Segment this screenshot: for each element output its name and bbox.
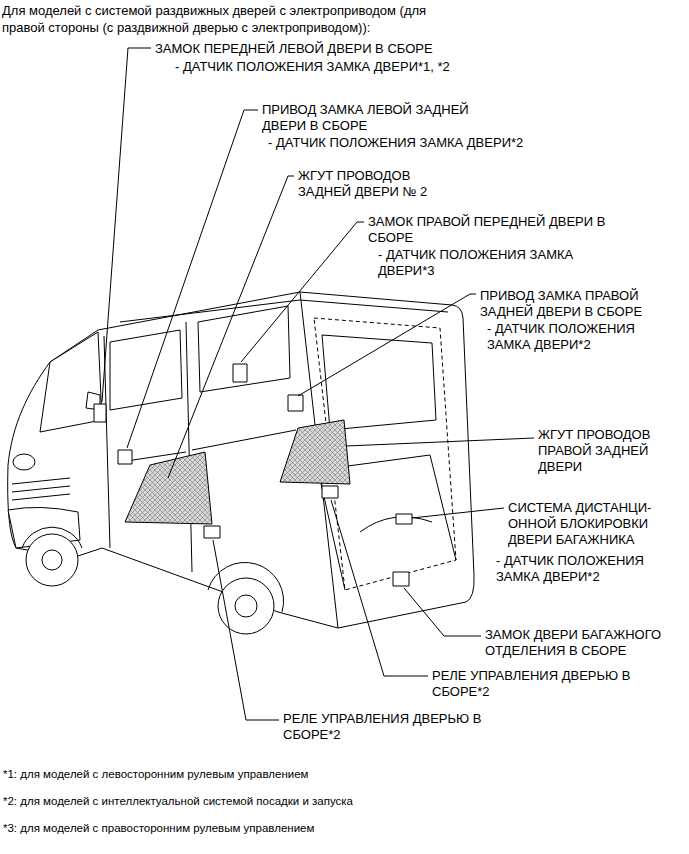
- door-lock-actuator: [288, 395, 303, 411]
- door-lock-actuator: [118, 450, 132, 464]
- leader-line: [241, 222, 364, 362]
- leader-line: [331, 500, 428, 676]
- leader-line: [168, 176, 294, 478]
- door-lock: [94, 404, 106, 422]
- diagram-title: Для моделей с системой раздвижных дверей…: [2, 2, 472, 36]
- part-name: РЕЛЕ УПРАВЛЕНИЯ ДВЕРЬЮ В СБОРЕ*2: [283, 711, 515, 743]
- door-relay: [322, 486, 338, 498]
- door-rail: [120, 430, 296, 462]
- leader-line: [412, 508, 504, 518]
- rear-wheel-hub: [235, 595, 257, 617]
- harness: [125, 452, 212, 524]
- roof-line: [120, 300, 448, 322]
- part-name: ПРИВОД ЗАМКА ЛЕВОЙ ЗАДНЕЙ ДВЕРИ В СБОРЕ: [262, 102, 512, 134]
- part-name: РЕЛЕ УПРАВЛЕНИЯ ДВЕРЬЮ В СБОРЕ*2: [432, 668, 664, 700]
- footnote: *2: для моделей с интеллектуальной систе…: [3, 793, 353, 809]
- harness: [280, 420, 350, 484]
- sub-item: - ДАТЧИК ПОЛОЖЕНИЯ ЗАМКА ДВЕРИ*2: [496, 553, 668, 585]
- sub-item: - ДАТЧИК ПОЛОЖЕНИЯ ЗАМКА ДВЕРИ*2: [487, 321, 659, 353]
- van-body: [8, 292, 474, 628]
- windshield: [40, 332, 102, 432]
- grille: [12, 478, 70, 500]
- front-wheel-hub: [42, 550, 62, 570]
- door-window: [110, 330, 182, 410]
- part-name: ЖГУТ ПРОВОДОВ ЗАДНЕЙ ДВЕРИ № 2: [298, 168, 448, 200]
- headlight: [13, 454, 35, 470]
- part-name: ЗАМОК ПРАВОЙ ПЕРЕДНЕЙ ДВЕРИ В СБОРЕ: [368, 214, 608, 246]
- footnote: *3: для моделей с правосторонним рулевым…: [3, 820, 314, 836]
- back-door-lock: [393, 572, 409, 586]
- part-name: СИСТЕМА ДИСТАНЦИ- ОННОЙ БЛОКИРОВКИ ДВЕРИ…: [508, 500, 670, 548]
- part-name: ПРИВОД ЗАМКА ПРАВОЙ ЗАДНЕЙ ДВЕРИ В СБОРЕ: [480, 288, 675, 320]
- footnote: *1: для моделей с левосторонним рулевым …: [3, 766, 308, 782]
- door-line: [104, 322, 192, 572]
- part-name: ЗАМОК ПЕРЕДНЕЙ ЛЕВОЙ ДВЕРИ В СБОРЕ: [155, 41, 433, 57]
- leader-line: [127, 110, 258, 448]
- part-name: ЖГУТ ПРОВОДОВ ПРАВОЙ ЗАДНЕЙ ДВЕРИ: [538, 427, 666, 475]
- leader-line: [404, 588, 481, 636]
- leader-line: [346, 438, 534, 446]
- sub-item: - ДАТЧИК ПОЛОЖЕНИЯ ЗАМКА ДВЕРИ*2: [268, 135, 523, 151]
- leader-line: [298, 294, 476, 396]
- leader-line: [102, 48, 151, 402]
- sub-item: - ДАТЧИК ПОЛОЖЕНИЯ ЗАМКА ДВЕРИ*1, *2: [175, 59, 450, 75]
- remote-lock-unit: [396, 514, 412, 524]
- rear-door-window: [322, 335, 436, 430]
- rear-wheel: [218, 578, 274, 634]
- door-lock: [233, 364, 247, 382]
- front-wheel: [26, 534, 78, 586]
- door-relay: [204, 526, 220, 538]
- leader-line: [213, 540, 279, 720]
- part-name: ЗАМОК ДВЕРИ БАГАЖНОГО ОТДЕЛЕНИЯ В СБОРЕ: [485, 627, 683, 659]
- sub-item: - ДАТЧИК ПОЛОЖЕНИЯ ЗАМКА ДВЕРИ*3: [378, 247, 613, 279]
